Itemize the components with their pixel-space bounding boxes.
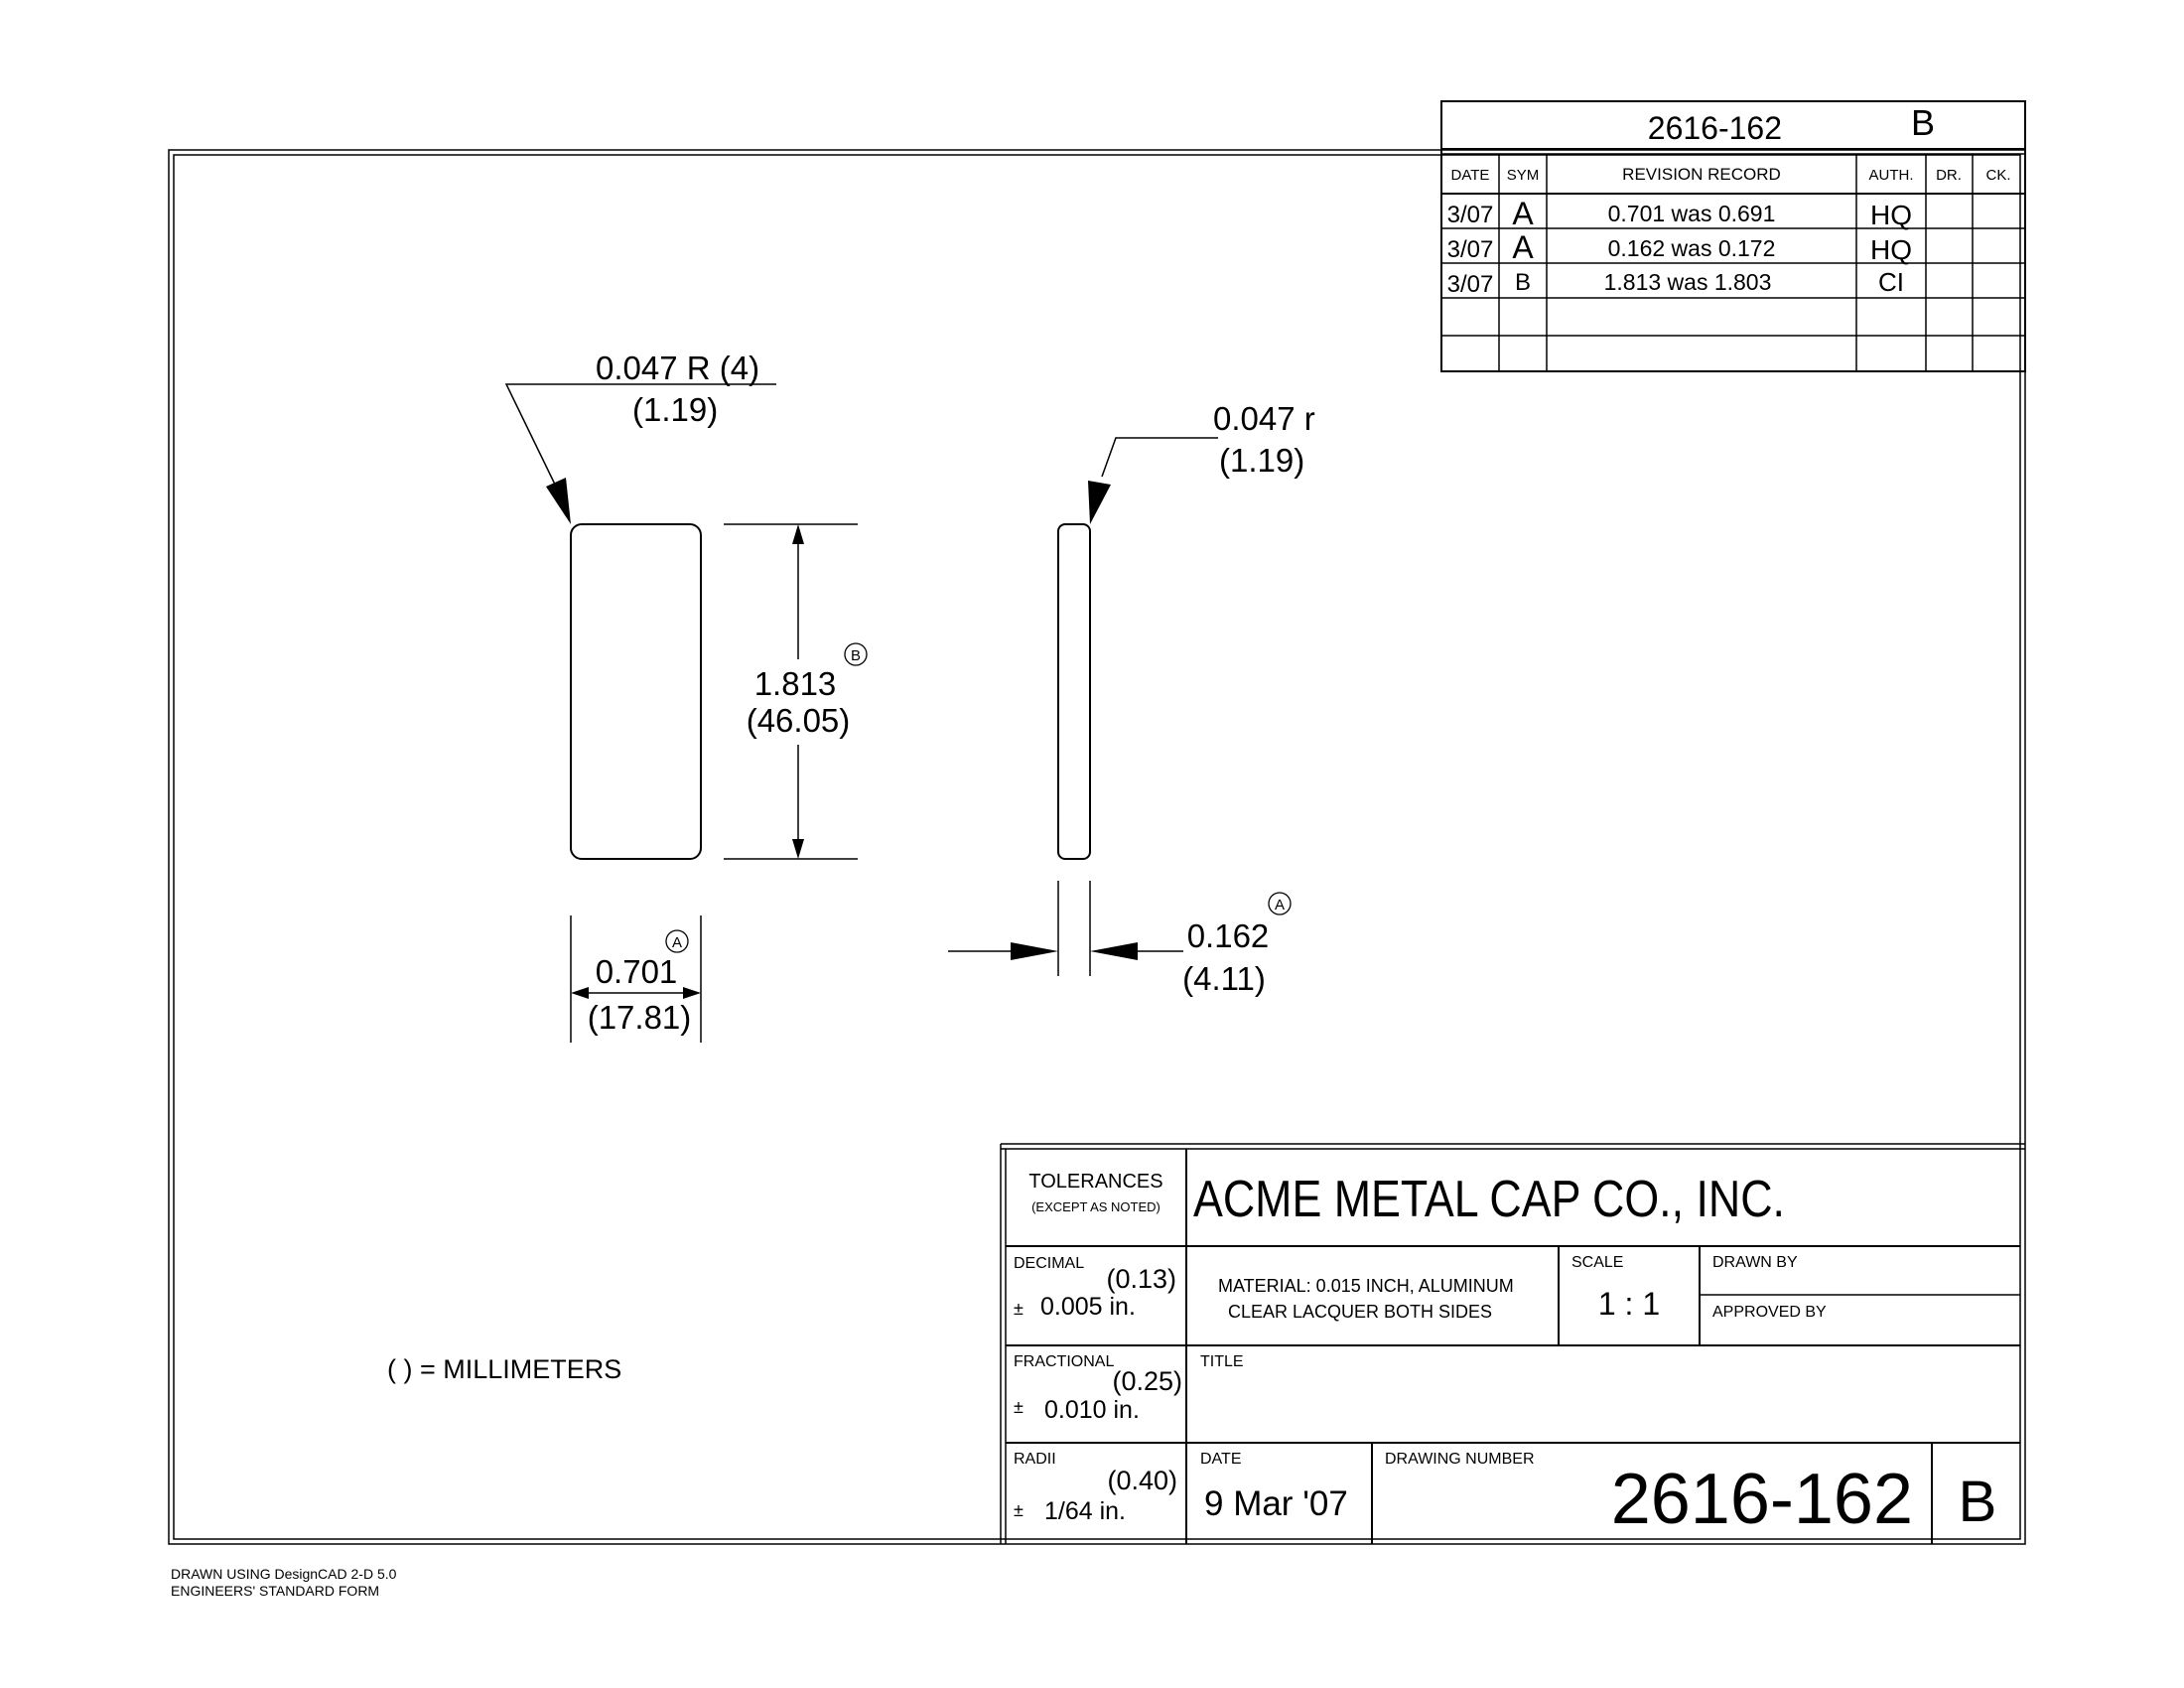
- thickness-revision-marker: A: [1275, 897, 1285, 914]
- revision-block: 2616-162 B DATE SYM REVISION RECORD AUTH…: [1440, 100, 2026, 372]
- units-note: ( ) = MILLIMETERS: [387, 1354, 621, 1384]
- revision-row-sym: A: [1512, 196, 1534, 231]
- material-line-2: CLEAR LACQUER BOTH SIDES: [1228, 1302, 1492, 1322]
- tolerances-label: TOLERANCES: [1028, 1171, 1162, 1193]
- sheet-border: [168, 149, 2026, 1545]
- thickness-mm: (4.11): [1182, 960, 1266, 997]
- drawing-number: 2616-162: [1611, 1460, 1913, 1539]
- side-radius-leader: [1101, 437, 1218, 478]
- thickness-arrowhead-right: [1090, 942, 1138, 960]
- title-label: TITLE: [1200, 1353, 1244, 1370]
- revision-marker-circle: [1268, 892, 1292, 915]
- part-side-outline: [1057, 523, 1091, 860]
- decimal-mm: (0.13): [1106, 1264, 1176, 1294]
- revision-row: 3/07 B 1.813 was 1.803 CI: [1447, 267, 1904, 298]
- width-arrowhead-right: [683, 987, 701, 999]
- tolerances-note: (EXCEPT AS NOTED): [1031, 1199, 1160, 1214]
- revision-row: 3/07 A 0.162 was 0.172 HQ: [1447, 229, 1912, 265]
- material-line-1: MATERIAL: 0.015 INCH, ALUMINUM: [1218, 1276, 1514, 1296]
- radii-label: RADII: [1014, 1451, 1056, 1468]
- title-block: TOLERANCES (EXCEPT AS NOTED) ACME METAL …: [1000, 1143, 2025, 1544]
- drawing-number-label: DRAWING NUMBER: [1385, 1451, 1535, 1468]
- company-name: ACME METAL CAP CO., INC.: [1193, 1171, 1785, 1228]
- fractional-mm: (0.25): [1112, 1366, 1182, 1396]
- revision-row-sym: A: [1512, 229, 1534, 265]
- side-radius-inch: 0.047 r: [1213, 400, 1315, 437]
- decimal-label: DECIMAL: [1014, 1255, 1084, 1272]
- revision-row-date: 3/07: [1447, 236, 1494, 263]
- fractional-plus-minus: ±: [1014, 1397, 1024, 1417]
- revision-marker-circle: [844, 642, 868, 666]
- revision-row-date: 3/07: [1447, 271, 1494, 298]
- thickness-arrowhead-left: [1011, 942, 1058, 960]
- width-revision-marker: A: [672, 934, 682, 951]
- side-view: 0.047 r (1.19) 0.162 (4.11) A: [948, 400, 1315, 997]
- radius-arrowhead: [546, 478, 571, 524]
- radius-leader: [504, 383, 776, 492]
- front-radius-mm: (1.19): [632, 391, 718, 428]
- revision-column-ck: CK.: [1985, 167, 2010, 184]
- drawn-by-label: DRAWN BY: [1712, 1254, 1798, 1271]
- side-radius-arrowhead: [1088, 481, 1111, 524]
- scale-label: SCALE: [1571, 1254, 1623, 1271]
- side-radius-mm: (1.19): [1219, 442, 1304, 479]
- part-front-outline: [570, 523, 702, 860]
- revision-row-sym: B: [1515, 269, 1531, 296]
- height-arrowhead-top: [792, 524, 804, 544]
- revision-row-record: 1.813 was 1.803: [1604, 269, 1772, 295]
- revision-row-record: 0.701 was 0.691: [1608, 201, 1776, 226]
- revision-header-rev: B: [1911, 102, 1935, 143]
- height-arrowhead-bottom: [792, 839, 804, 859]
- revision-column-date: DATE: [1451, 167, 1490, 184]
- revision-header-number: 2616-162: [1648, 110, 1782, 146]
- fractional-value: 0.010 in.: [1044, 1396, 1140, 1424]
- scale-value: 1 : 1: [1598, 1286, 1660, 1322]
- radii-value: 1/64 in.: [1044, 1497, 1126, 1525]
- width-mm: (17.81): [588, 999, 692, 1036]
- width-arrowhead-left: [571, 987, 589, 999]
- revision-column-dr: DR.: [1936, 167, 1962, 184]
- fractional-label: FRACTIONAL: [1014, 1353, 1114, 1370]
- revision-column-sym: SYM: [1507, 167, 1540, 184]
- date-value: 9 Mar '07: [1204, 1484, 1348, 1523]
- revision-row-record: 0.162 was 0.172: [1608, 235, 1776, 261]
- radii-plus-minus: ±: [1014, 1500, 1024, 1520]
- revision-row: 3/07 A 0.701 was 0.691 HQ: [1447, 196, 1912, 231]
- revision-column-record: REVISION RECORD: [1622, 165, 1781, 184]
- height-revision-marker: B: [851, 647, 861, 664]
- height-mm: (46.05): [747, 702, 851, 739]
- decimal-plus-minus: ±: [1014, 1299, 1024, 1319]
- height-inch: 1.813: [754, 665, 837, 702]
- footer-line-2: ENGINEERS' STANDARD FORM: [171, 1583, 379, 1599]
- footer: DRAWN USING DesignCAD 2-D 5.0 ENGINEERS'…: [171, 1566, 397, 1599]
- revision-marker-circle: [665, 929, 689, 953]
- date-label: DATE: [1200, 1451, 1241, 1468]
- decimal-value: 0.005 in.: [1040, 1293, 1136, 1321]
- approved-by-label: APPROVED BY: [1712, 1304, 1827, 1321]
- radii-mm: (0.40): [1107, 1466, 1177, 1495]
- width-inch: 0.701: [596, 953, 678, 990]
- front-radius-inch: 0.047 R (4): [596, 350, 759, 386]
- revision-row-auth: HQ: [1870, 234, 1912, 265]
- revision-row-auth: HQ: [1870, 200, 1912, 230]
- revision-row-auth: CI: [1878, 267, 1904, 297]
- drawing-revision: B: [1959, 1470, 1997, 1534]
- footer-line-1: DRAWN USING DesignCAD 2-D 5.0: [171, 1566, 397, 1582]
- revision-column-auth: AUTH.: [1869, 167, 1914, 184]
- revision-row-date: 3/07: [1447, 202, 1494, 228]
- front-view: 0.047 R (4) (1.19) 1.813 (46.05) B 0.701…: [504, 350, 868, 1043]
- thickness-inch: 0.162: [1187, 917, 1270, 954]
